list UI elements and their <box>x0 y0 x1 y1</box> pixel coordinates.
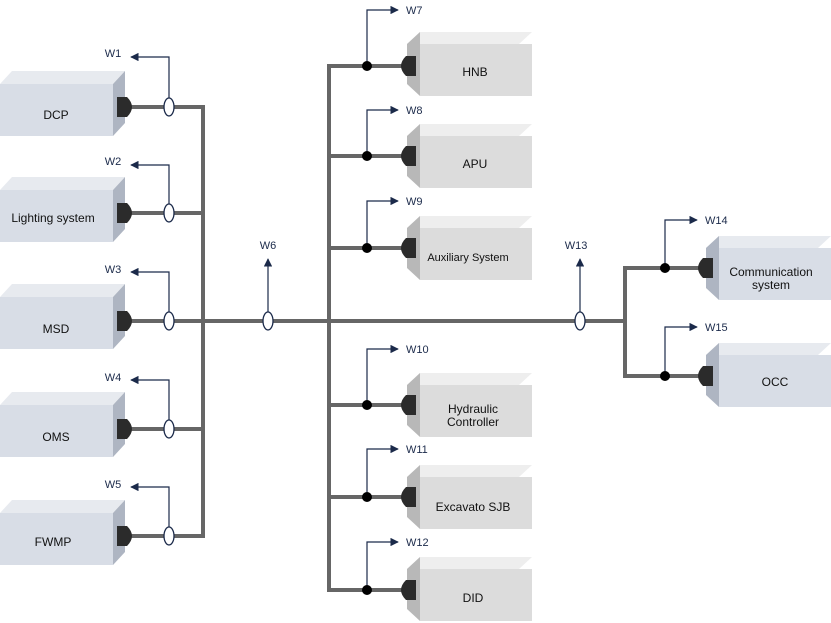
connector-icon <box>698 366 713 386</box>
device-label-line2: system <box>752 278 790 292</box>
connector-icon <box>401 580 416 600</box>
wire-w15: W15 <box>660 322 728 381</box>
wire-w2: W2 <box>105 156 175 223</box>
connector-icon <box>401 146 416 166</box>
wire-label: W14 <box>705 215 728 227</box>
device-auxiliary-system: Auxiliary System <box>401 216 532 280</box>
connector-icon <box>117 419 132 439</box>
device-did: DID <box>401 557 532 621</box>
device-oms: OMS <box>0 392 132 457</box>
device-label-line1: Communication <box>729 265 812 279</box>
wire-label: W10 <box>406 344 429 356</box>
device-label: DID <box>463 591 484 605</box>
connector-icon <box>117 203 132 223</box>
wire-w9: W9 <box>362 196 423 253</box>
device-label: APU <box>463 157 488 171</box>
connector-icon <box>401 395 416 415</box>
wire-w7: W7 <box>362 5 423 71</box>
wire-label: W3 <box>105 264 122 276</box>
wire-label: W12 <box>406 537 429 549</box>
device-label: MSD <box>43 322 70 336</box>
device-label: Lighting system <box>11 211 94 225</box>
connector-icon <box>698 258 713 278</box>
device-communication-system: Communication system <box>698 236 831 300</box>
wire-label: W9 <box>406 196 423 208</box>
device-label: HNB <box>462 65 487 79</box>
device-label: OCC <box>762 375 789 389</box>
device-label-line1: Hydraulic <box>448 402 498 416</box>
device-hydraulic-controller: Hydraulic Controller <box>401 373 532 437</box>
wire-w13: W13 <box>565 240 588 331</box>
wire-w1: W1 <box>105 48 175 117</box>
device-fwmp: FWMP <box>0 500 132 565</box>
wire-label: W15 <box>705 322 728 334</box>
wire-w14: W14 <box>660 215 728 273</box>
device-msd: MSD <box>0 284 132 349</box>
wire-label: W7 <box>406 5 423 17</box>
device-occ: OCC <box>698 343 831 407</box>
wire-label: W13 <box>565 240 588 252</box>
wire-w3: W3 <box>105 264 175 331</box>
device-label: DCP <box>43 108 68 122</box>
wire-label: W1 <box>105 48 122 60</box>
connector-icon <box>117 311 132 331</box>
device-label: OMS <box>42 430 69 444</box>
connector-icon <box>117 526 132 546</box>
connector-icon <box>401 56 416 76</box>
device-hnb: HNB <box>401 32 532 96</box>
connector-icon <box>117 97 132 117</box>
wire-label: W5 <box>105 479 122 491</box>
wire-label: W11 <box>406 444 428 456</box>
wire-label: W4 <box>105 372 122 384</box>
connector-icon <box>401 487 416 507</box>
device-label-line2: Controller <box>447 415 499 429</box>
wire-label: W8 <box>406 105 423 117</box>
wire-w12: W12 <box>362 537 429 595</box>
wire-w5: W5 <box>105 479 175 546</box>
wire-w6: W6 <box>260 240 277 331</box>
device-lighting-system: Lighting system <box>0 177 132 242</box>
device-label: Excavato SJB <box>436 500 511 514</box>
wire-w4: W4 <box>105 372 175 439</box>
connector-icon <box>401 238 416 258</box>
wire-w8: W8 <box>362 105 423 161</box>
device-excavato-sjb: Excavato SJB <box>401 465 532 529</box>
wire-w11: W11 <box>362 444 428 502</box>
device-apu: APU <box>401 124 532 188</box>
device-label: FWMP <box>35 535 72 549</box>
wire-w10: W10 <box>362 344 429 410</box>
wire-label: W6 <box>260 240 277 252</box>
device-label: Auxiliary System <box>427 252 508 264</box>
device-dcp: DCP <box>0 71 132 136</box>
wire-label: W2 <box>105 156 122 168</box>
